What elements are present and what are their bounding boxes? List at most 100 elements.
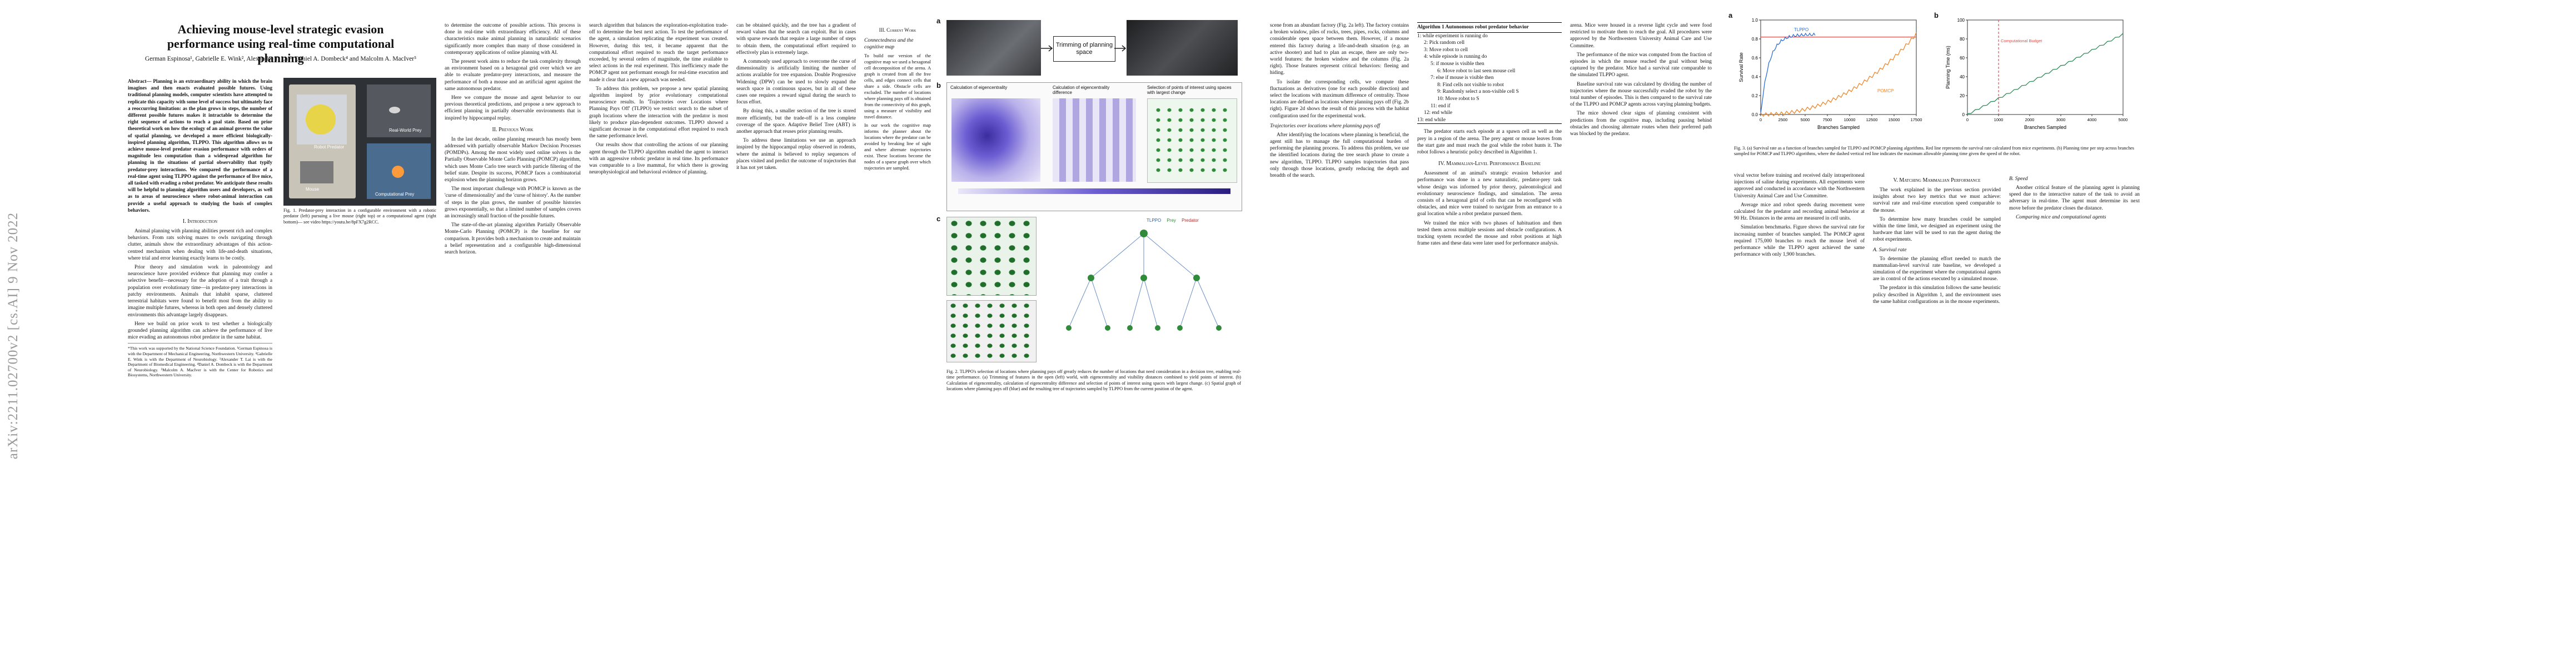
page2-left-paragraph-1: search algorithm that balances the explo… bbox=[589, 23, 728, 83]
legend-tlppo: TLPPO bbox=[1147, 218, 1162, 223]
algorithm-1: Algorithm 1 Autonomous robot predator be… bbox=[1417, 22, 1562, 125]
y-tick-label: 20 bbox=[1960, 93, 1965, 98]
x-tick-label: 2000 bbox=[2025, 117, 2035, 122]
algo-line: 13: end while bbox=[1417, 117, 1446, 123]
survival-paragraph-2: The predator in this simulation follows … bbox=[1873, 285, 2001, 305]
page2-col-last: arena. Mice were housed in a reverse lig… bbox=[1570, 22, 1712, 140]
y-tick-label: 0.4 bbox=[1752, 74, 1758, 79]
trimming-arrow-icon bbox=[1041, 45, 1053, 52]
pomcp-series-line bbox=[1760, 32, 1917, 117]
x-tick-label: 3000 bbox=[2056, 117, 2066, 122]
author-list: German Espinosa¹, Gabrielle E. Wink², Al… bbox=[145, 56, 417, 62]
previous-work-paragraph-1: In the last decade, online planning rese… bbox=[445, 136, 581, 183]
x-tick-label: 12500 bbox=[1866, 117, 1878, 122]
tlppo-tree-diagram bbox=[1066, 230, 1222, 331]
page3-col-2: V. Matching Mammalian Performance The wo… bbox=[1873, 172, 2001, 307]
algo-line: 6: Move robot to last seen mouse cell bbox=[1437, 68, 1516, 74]
eigencentrality-map bbox=[951, 98, 1040, 182]
x-tick-label: 5000 bbox=[1801, 117, 1810, 122]
algo-line: 9: Randomly select a non-visible cell S bbox=[1437, 89, 1519, 95]
mouse-icon bbox=[389, 107, 400, 113]
y-tick-label: 80 bbox=[1960, 37, 1965, 42]
baseline-paragraph-2: We trained the mice with two phases of h… bbox=[1417, 220, 1562, 247]
y-tick-label: 0.6 bbox=[1752, 56, 1758, 61]
x-tick-label: 10000 bbox=[1844, 117, 1856, 122]
page2-left-paragraph-3: Our results show that controlling the ac… bbox=[589, 142, 728, 176]
page3-right-paragraph-a2: The performance of the mice was computed… bbox=[1570, 52, 1712, 78]
page3-right-paragraph-a1: arena. Mice were housed in a reverse lig… bbox=[1570, 23, 1712, 49]
cognitive-map-paragraph-1: To build our version of the cognitive ma… bbox=[864, 53, 931, 120]
y-tick-label: 1.0 bbox=[1752, 18, 1758, 23]
figure-1-caption: Fig. 1. Predator-prey interaction in a c… bbox=[283, 208, 436, 225]
page3-left-paragraph-2: To isolate the corresponding cells, we c… bbox=[1270, 79, 1409, 119]
eigencentrality-difference-map bbox=[1053, 98, 1136, 182]
trimming-label-box: Trimming of planning space bbox=[1053, 36, 1115, 62]
page2-col-left: III. Current Work Connectedness and the … bbox=[864, 22, 931, 173]
page1-right-text: to determine the outcome of possible act… bbox=[445, 22, 581, 258]
footnotes: *This work was supported by the National… bbox=[128, 343, 272, 378]
section-1-heading: I. Introduction bbox=[182, 218, 218, 225]
page2-right-paragraph-4: To address these limitations we use an a… bbox=[736, 138, 856, 171]
x-tick-label: 15000 bbox=[1889, 117, 1900, 122]
survival-rate-subheading: A. Survival rate bbox=[1873, 246, 1907, 253]
algo-line: 4: while episode is running do bbox=[1424, 54, 1487, 60]
page2-col-far-right: Algorithm 1 Autonomous robot predator be… bbox=[1417, 22, 1562, 249]
x-tick-label: 0 bbox=[1760, 117, 1762, 122]
x-axis-label: Branches Sampled bbox=[2024, 125, 2066, 130]
hex-grid-map-1 bbox=[946, 217, 1037, 296]
page-1: Achieving mouse-level strategic evasion … bbox=[0, 0, 859, 667]
label-mouse: Mouse bbox=[306, 187, 320, 192]
page1-right-column: Real-World Prey Robot Predator Computati… bbox=[283, 78, 436, 230]
algo-line: 11: end if bbox=[1431, 103, 1451, 109]
colorbar bbox=[958, 188, 1230, 194]
matching-paragraph-2: To determine how many branches could be … bbox=[1873, 216, 2001, 243]
page3-right-paragraph-b2: The mice showed clear signs of planning … bbox=[1570, 111, 1712, 137]
panel-b-title-1: Calculation of eigencentrality bbox=[950, 85, 1008, 90]
fig3-panel-b-label: b bbox=[1934, 11, 1939, 19]
x-tick-label: 1000 bbox=[1994, 117, 2004, 122]
points-of-interest-dots bbox=[1153, 105, 1230, 177]
x-axis-label: Branches Sampled bbox=[1817, 125, 1860, 130]
x-tick-label: 17500 bbox=[1911, 117, 1922, 122]
section-5-heading: V. Matching Mammalian Performance bbox=[1893, 177, 1981, 183]
y-tick-label: 40 bbox=[1960, 74, 1965, 79]
y-tick-label: 0.2 bbox=[1752, 93, 1758, 98]
robot-predator-icon bbox=[306, 104, 336, 135]
panel-b-title-3: Selection of points of interest using sp… bbox=[1147, 85, 1232, 95]
fig2-legend: TLPPO Prey Predator bbox=[1147, 218, 1199, 223]
page1-right-paragraph-1: to determine the outcome of possible act… bbox=[445, 23, 581, 56]
algo-line: 7: else if mouse is visible then bbox=[1431, 75, 1494, 81]
budget-annotation: Computational Budget bbox=[2001, 38, 2042, 43]
fig2-trimmed-photo bbox=[1127, 20, 1238, 76]
tlppo-label: TLPPO bbox=[1794, 27, 1808, 32]
label-robot-predator: Robot Predator bbox=[314, 145, 345, 150]
fig2-panel-b-label: b bbox=[936, 81, 941, 89]
baseline-paragraph-1: Assessment of an animal's strategic evas… bbox=[1417, 171, 1562, 217]
trimming-arrow-icon-2 bbox=[1114, 45, 1127, 52]
page3-right-paragraph-b1: Baseline survival rate was calculated by… bbox=[1570, 81, 1712, 108]
page2-right-paragraph-2: A commonly used approach to overcome the… bbox=[736, 59, 856, 106]
speed-paragraph-1: Another critical feature of the planning… bbox=[2009, 185, 2140, 211]
intro-paragraph-1: Animal planning with planning abilities … bbox=[128, 228, 272, 261]
pomcp-label: POMCP bbox=[1877, 88, 1894, 93]
survival-paragraph-1: To determine the planning effort needed … bbox=[1873, 256, 2001, 282]
section-3-heading: III. Current Work bbox=[879, 27, 916, 33]
previous-work-paragraph-2: The most important challenge with POMCP … bbox=[445, 186, 581, 220]
trajectories-paragraph-2: The predator starts each episode at a sp… bbox=[1417, 129, 1562, 155]
trimming-label: Trimming of planning space bbox=[1055, 42, 1113, 56]
page3-col-3: B. Speed Another critical feature of the… bbox=[2009, 172, 2140, 223]
x-tick-label: 5000 bbox=[2119, 117, 2128, 122]
planning-time-series-line bbox=[1967, 33, 2124, 115]
y-axis-label: Survival Rate bbox=[1738, 52, 1744, 82]
label-real-world-prey: Real-World Prey bbox=[389, 128, 422, 133]
algo-line: 1: while experiment is running do bbox=[1417, 33, 1488, 39]
page2-col-right: scene from an abundant factory (Fig. 2a … bbox=[1270, 22, 1409, 181]
algo-line: 10: Move robot to S bbox=[1437, 96, 1479, 102]
section-4-heading: IV. Mammalian-Level Performance Baseline bbox=[1438, 161, 1541, 167]
algorithm-1-title: Algorithm 1 Autonomous robot predator be… bbox=[1417, 23, 1562, 33]
figure-1: Real-World Prey Robot Predator Computati… bbox=[283, 78, 436, 206]
algo-line: 8: Find cells not visible to robot bbox=[1437, 82, 1504, 88]
